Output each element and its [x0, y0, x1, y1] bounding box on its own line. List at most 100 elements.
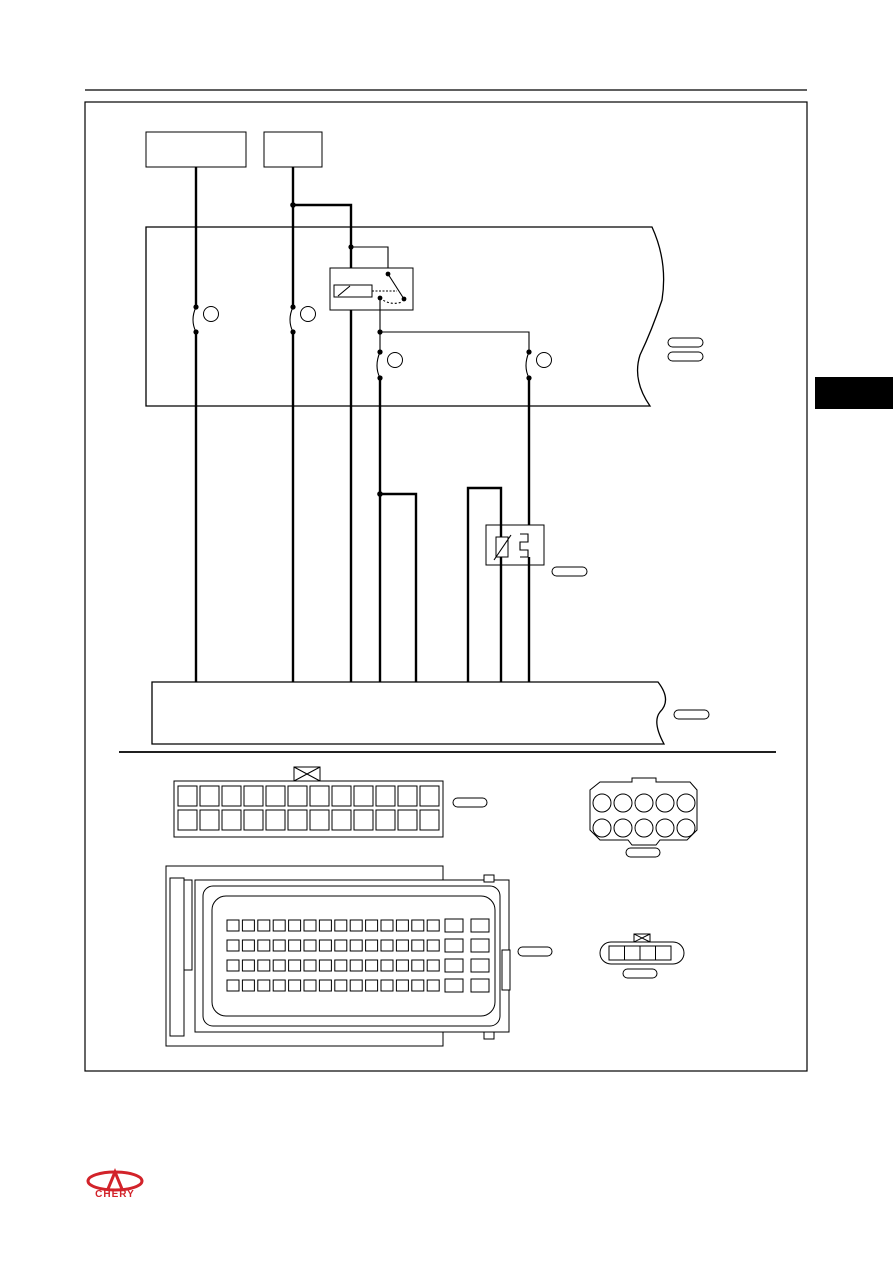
power-source-box-2: [263, 131, 323, 168]
connector-pin: [334, 919, 348, 932]
connector-pin: [303, 959, 317, 972]
connector-pin: [613, 793, 633, 813]
connector-pin: [426, 979, 440, 992]
connector-pin: [380, 939, 394, 952]
connector-pin: [265, 809, 286, 831]
connector-pin: [221, 785, 242, 807]
connector-pin: [226, 979, 240, 992]
connector-pin: [272, 919, 286, 932]
diagram-frame: [84, 101, 808, 1072]
connector-pin: [243, 809, 264, 831]
connector-pin: [470, 918, 490, 933]
connector-pin: [419, 809, 440, 831]
connector-pin: [241, 919, 255, 932]
connector-pin: [592, 793, 612, 813]
connector-pin: [365, 939, 379, 952]
connector-pin: [272, 939, 286, 952]
connector-pin: [241, 959, 255, 972]
connector-pin: [257, 979, 271, 992]
relay-feed-wire: [293, 203, 353, 682]
connector-pin: [221, 809, 242, 831]
connector-pin: [331, 809, 352, 831]
connector-pin: [426, 939, 440, 952]
connector-pin: [365, 959, 379, 972]
connector-pin: [634, 793, 654, 813]
sensor-heater: [519, 533, 529, 558]
connector-pin: [676, 818, 696, 838]
connector-pin: [288, 939, 302, 952]
section-tab: [815, 377, 893, 409]
connector-2x12: [173, 766, 444, 838]
connector-pin: [257, 939, 271, 952]
connector-pin: [288, 979, 302, 992]
connector-pin: [426, 919, 440, 932]
connector-pin: [349, 979, 363, 992]
connector-pin: [257, 959, 271, 972]
connector-pin: [265, 785, 286, 807]
relay-switch-contact: [387, 273, 405, 300]
connector-pin: [444, 938, 464, 953]
connector-pin: [375, 809, 396, 831]
connector-pin: [334, 959, 348, 972]
connector-pin: [395, 959, 409, 972]
fuse-1-link: [192, 306, 197, 333]
connector-pin: [318, 919, 332, 932]
connector-pin: [444, 958, 464, 973]
connector-pin: [303, 979, 317, 992]
connector-pin: [177, 809, 198, 831]
connector-pin: [411, 919, 425, 932]
connector-pin: [444, 918, 464, 933]
connector-pin: [288, 959, 302, 972]
control-module-box: [151, 681, 667, 745]
connector-4pin: [599, 933, 685, 965]
fuse-box-tag-2: [667, 351, 704, 362]
connector-pin: [397, 809, 418, 831]
fuse-1-circle: [203, 306, 219, 322]
connector-pin: [411, 979, 425, 992]
connector-pin: [226, 919, 240, 932]
connector-2x12-tag: [452, 797, 488, 808]
connector-pin: [287, 785, 308, 807]
connector-10pin-tag: [625, 847, 661, 858]
connector-pin: [349, 959, 363, 972]
connector-pin: [272, 959, 286, 972]
connector-pin: [395, 919, 409, 932]
connector-pin: [353, 809, 374, 831]
fuse-2-circle: [300, 306, 316, 322]
connector-pin: [177, 785, 198, 807]
connector-pin: [318, 979, 332, 992]
connector-pin: [380, 959, 394, 972]
connector-pin: [380, 979, 394, 992]
connector-pin: [470, 938, 490, 953]
connector-pin: [318, 959, 332, 972]
connector-pin: [655, 818, 675, 838]
chery-logo-text: CHERY: [95, 1189, 135, 1200]
fuse-relay-box: [145, 226, 665, 407]
connector-pin: [226, 959, 240, 972]
connector-ecu-tag: [517, 946, 553, 957]
fuse-4-circle: [536, 352, 552, 368]
fuse-box-tag-1: [667, 337, 704, 348]
connector-pin: [303, 939, 317, 952]
connector-pin: [470, 958, 490, 973]
connector-pin: [241, 939, 255, 952]
connector-pin: [365, 979, 379, 992]
sensor-tag: [551, 566, 588, 577]
connector-pin: [303, 919, 317, 932]
connector-pin: [353, 785, 374, 807]
connector-pin: [395, 939, 409, 952]
connector-4pin-tag: [622, 968, 658, 979]
connector-pin: [655, 793, 675, 813]
connector-pin: [318, 939, 332, 952]
connector-pin: [676, 793, 696, 813]
connector-pin: [257, 919, 271, 932]
connector-pin: [309, 809, 330, 831]
connector-pin: [613, 818, 633, 838]
connector-pin: [411, 939, 425, 952]
connector-pin: [288, 919, 302, 932]
connector-pin: [375, 785, 396, 807]
connector-pin: [334, 979, 348, 992]
connector-pin: [243, 785, 264, 807]
connector-pin: [397, 785, 418, 807]
connector-pin: [444, 978, 464, 993]
